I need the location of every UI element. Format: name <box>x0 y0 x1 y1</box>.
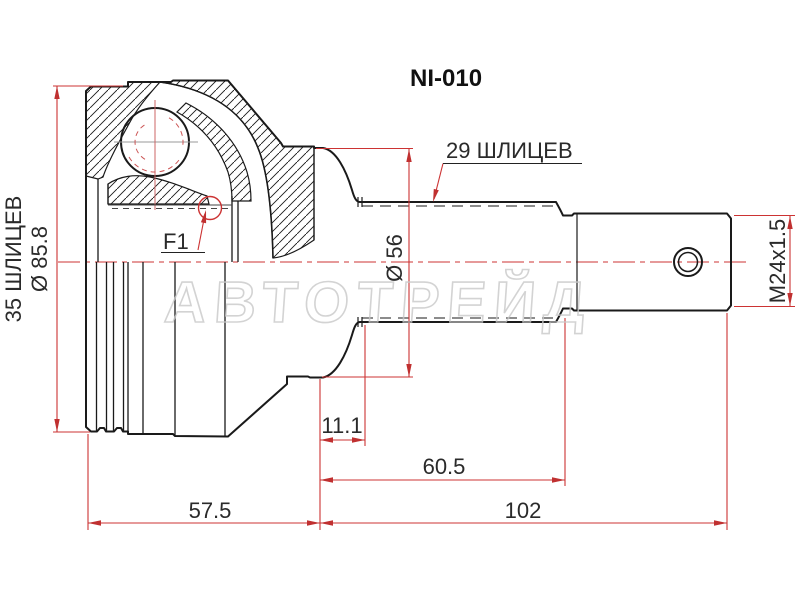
thread-end-hole-outer <box>673 247 703 277</box>
outer-diameter-label: Ø 85.8 <box>27 226 52 292</box>
outer-splines-label: 35 ШЛИЦЕВ <box>1 196 26 323</box>
section-hatching <box>85 79 315 259</box>
part-code: NI-010 <box>410 65 482 92</box>
ring-groove-label: F1 <box>163 229 189 254</box>
ball-centerlines <box>114 100 198 210</box>
dim-spline-length: 60.5 <box>423 454 466 479</box>
shaft-splines-label: 29 ШЛИЦЕВ <box>446 138 573 163</box>
dim-shoulder-offset: 11.1 <box>321 413 362 438</box>
ring-groove-marker-circle <box>197 195 223 221</box>
dim-shaft-length: 102 <box>505 498 542 523</box>
housing-inner-lines <box>95 81 315 437</box>
watermark: АВТОТРЕЙД <box>162 270 595 335</box>
thread-label: M24x1.5 <box>765 219 790 303</box>
thread-end-hole-inner <box>677 251 699 273</box>
dim-housing-length: 57.5 <box>189 498 232 523</box>
shaft-outline <box>360 201 732 323</box>
dimension-lines <box>53 85 795 530</box>
boot-seat-diameter-label: Ø 56 <box>382 234 407 282</box>
shaft-detail-lines <box>357 197 578 327</box>
